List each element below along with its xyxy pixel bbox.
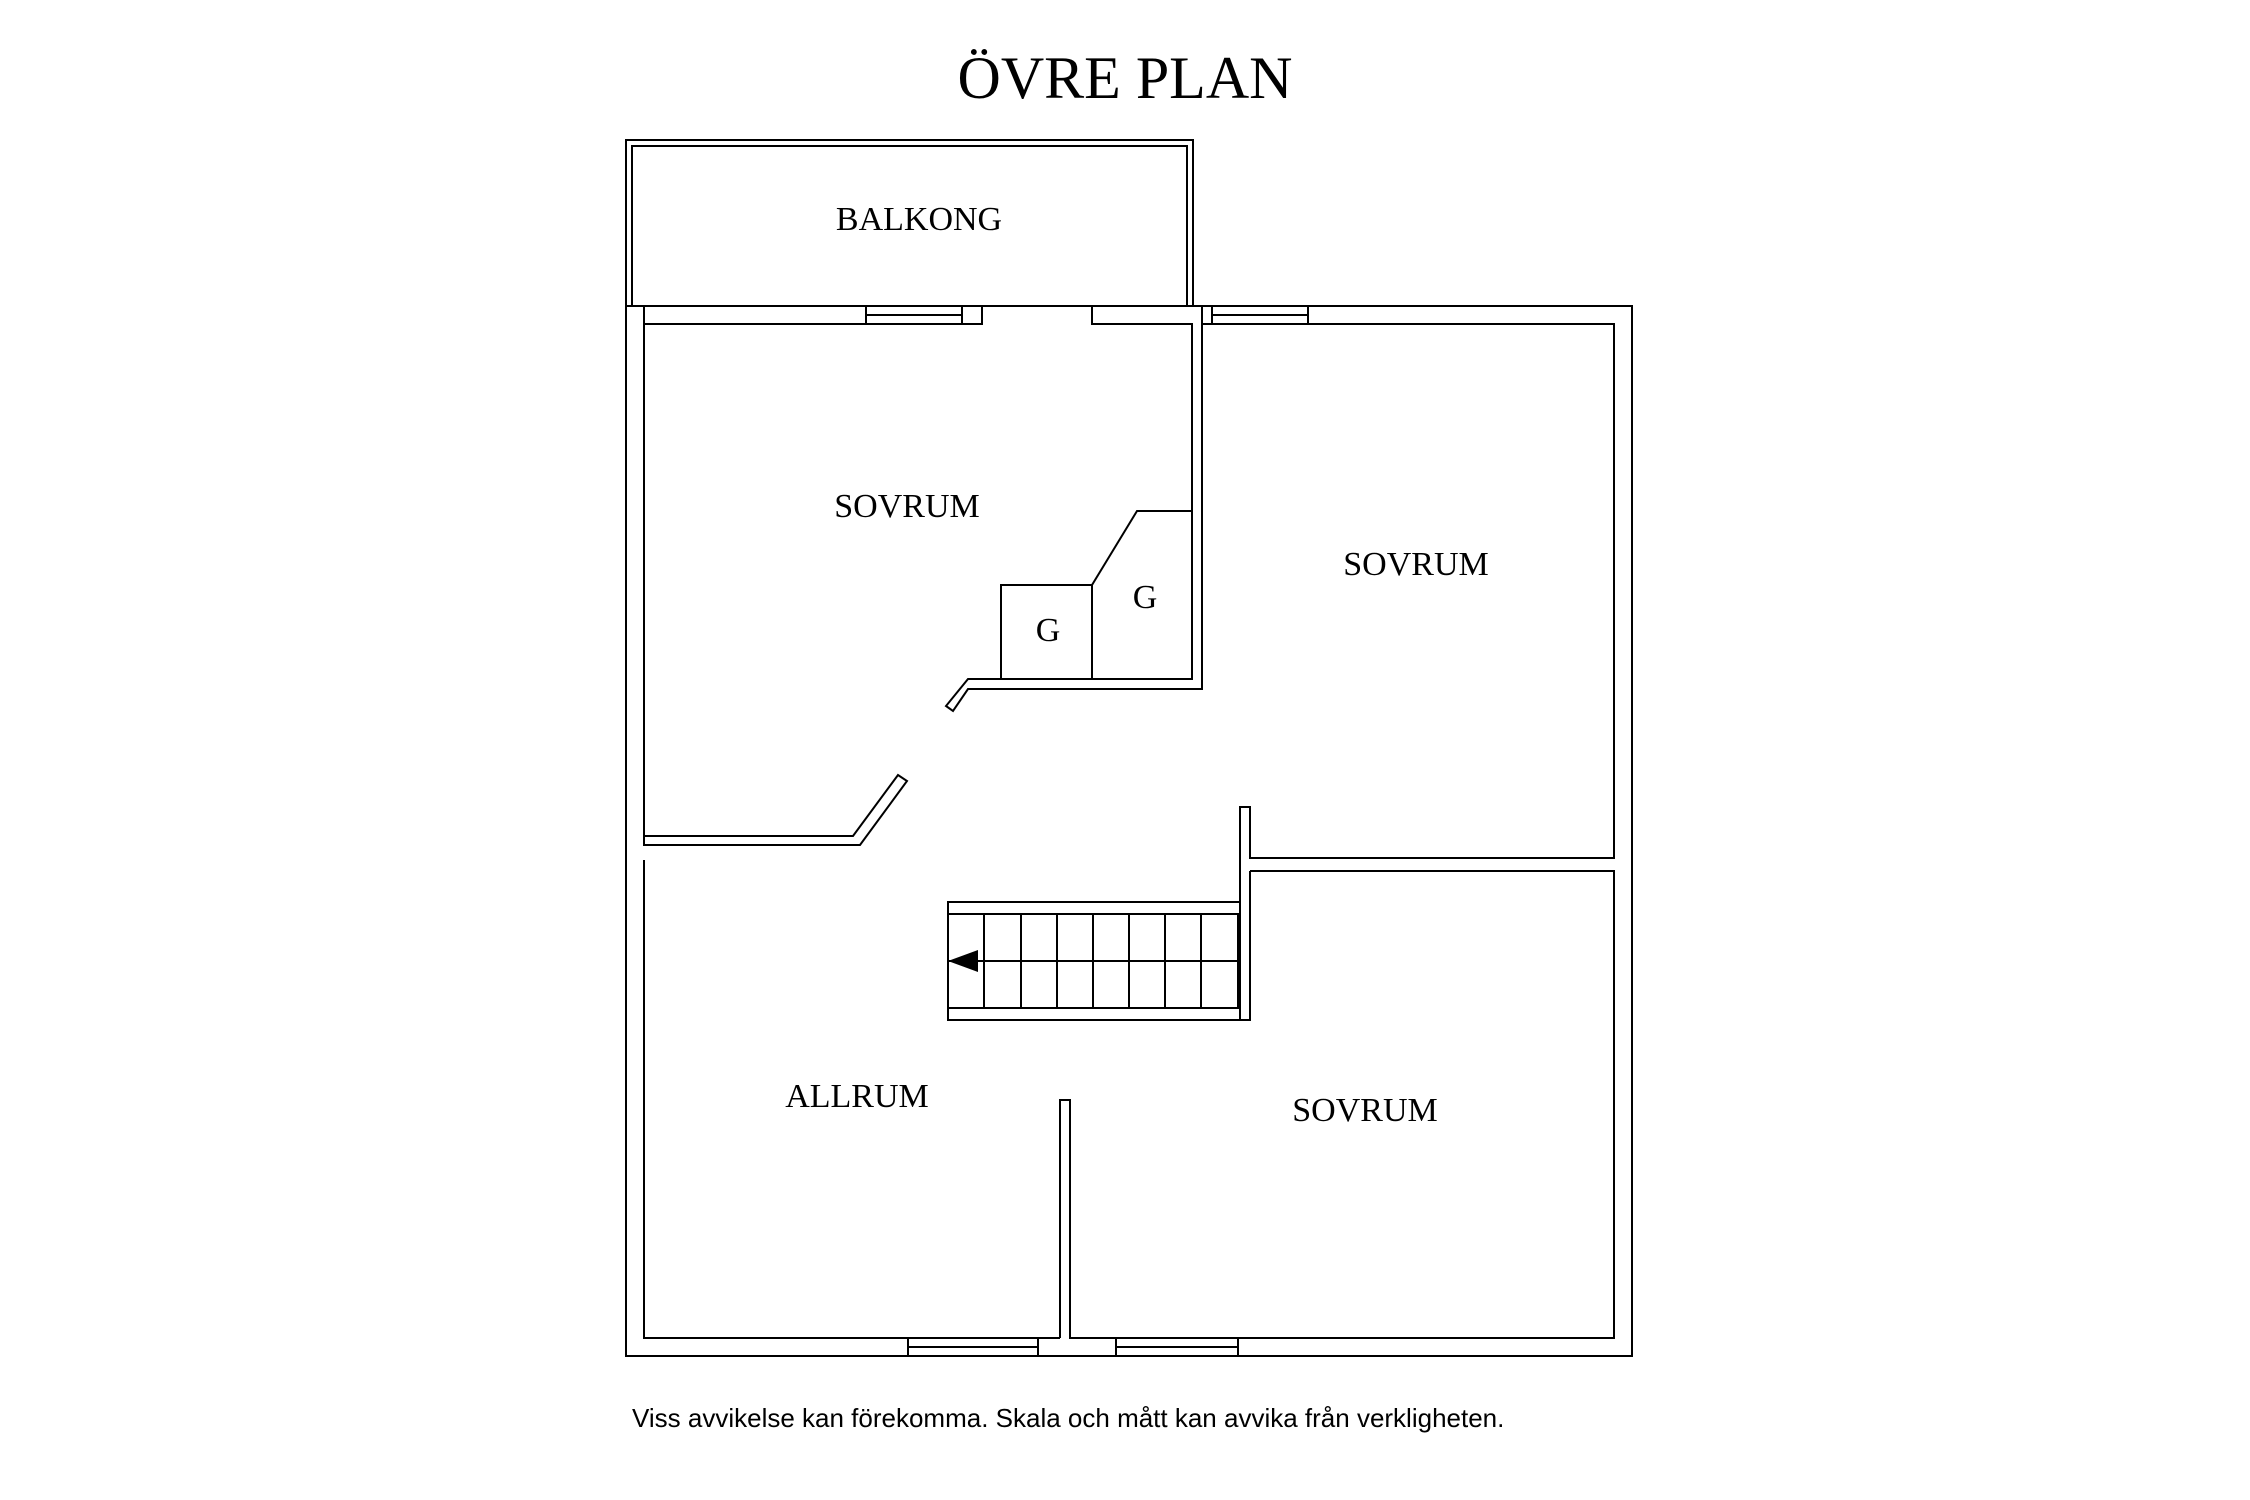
staircase xyxy=(947,901,1241,1021)
room-label-family-room: ALLRUM xyxy=(785,1078,929,1115)
bedroom-top-left-walls xyxy=(643,306,1203,846)
plan-title: ÖVRE PLAN xyxy=(957,45,1293,111)
closet-label-1: G xyxy=(1036,612,1061,649)
room-label-bedroom-bottom-right: SOVRUM xyxy=(1292,1092,1437,1129)
room-label-bedroom-top-left: SOVRUM xyxy=(834,488,979,525)
stair-direction-arrow-icon xyxy=(948,950,978,972)
windows xyxy=(865,305,1309,1357)
room-label-balcony: BALKONG xyxy=(836,201,1002,238)
outer-walls xyxy=(625,305,1633,1357)
room-label-bedroom-right: SOVRUM xyxy=(1343,546,1488,583)
bedroom-right-walls xyxy=(948,323,1615,1339)
closet-label-2: G xyxy=(1133,579,1158,616)
disclaimer-text: Viss avvikelse kan förekomma. Skala och … xyxy=(632,1403,1505,1433)
